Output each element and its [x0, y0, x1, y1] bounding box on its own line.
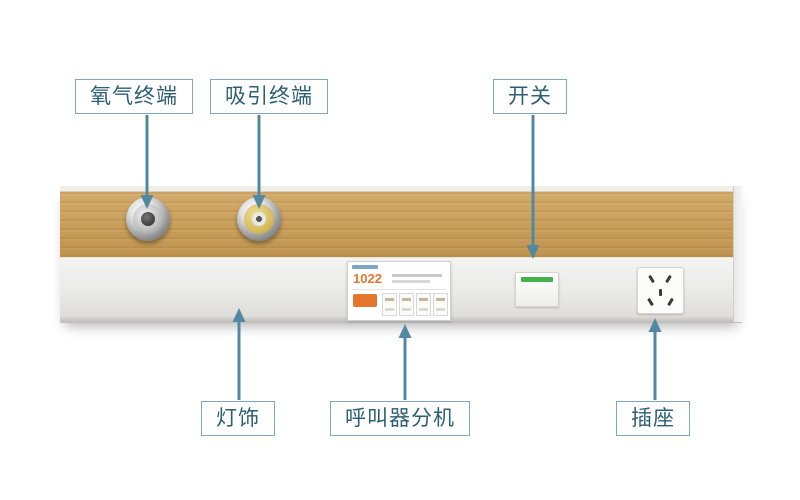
socket-arrow-icon [648, 318, 662, 400]
call-device-badge [353, 294, 377, 307]
label-call-extension: 呼叫器分机 [330, 401, 470, 436]
oxygen-terminal-core [141, 212, 155, 226]
call-device-text-line [392, 274, 442, 277]
label-socket: 插座 [616, 401, 690, 436]
pictogram-tile [399, 293, 414, 316]
socket-hole [667, 297, 674, 307]
call-device-text-line [392, 280, 430, 283]
power-socket [637, 267, 684, 314]
call-device-divider [352, 289, 446, 290]
room-number: 1022 [353, 271, 382, 286]
socket-hole [648, 274, 655, 284]
label-oxygen-terminal: 氧气终端 [75, 79, 193, 114]
label-suction-terminal: 吸引终端 [210, 79, 328, 114]
suction-terminal-core [252, 212, 266, 226]
pictogram-tile [382, 293, 397, 316]
wood-trim-strip [60, 192, 742, 257]
panel-end-cap [733, 186, 742, 322]
socket-hole [659, 289, 662, 296]
oxygen-terminal-outlet [126, 197, 170, 241]
light-switch [515, 272, 559, 307]
suction-terminal-outlet [237, 197, 281, 241]
label-light: 灯饰 [201, 401, 275, 436]
call-device-pictograms [382, 293, 448, 316]
pictogram-tile [416, 293, 431, 316]
label-switch: 开关 [493, 79, 567, 114]
call-device-brand-mark [352, 265, 378, 269]
panel-top-cap [60, 186, 742, 192]
call-extension-arrow-icon [398, 324, 412, 400]
socket-hole [647, 297, 654, 307]
call-extension-device: 1022 [347, 261, 451, 321]
pictogram-tile [433, 293, 448, 316]
switch-indicator [521, 277, 553, 282]
socket-hole [665, 274, 672, 284]
